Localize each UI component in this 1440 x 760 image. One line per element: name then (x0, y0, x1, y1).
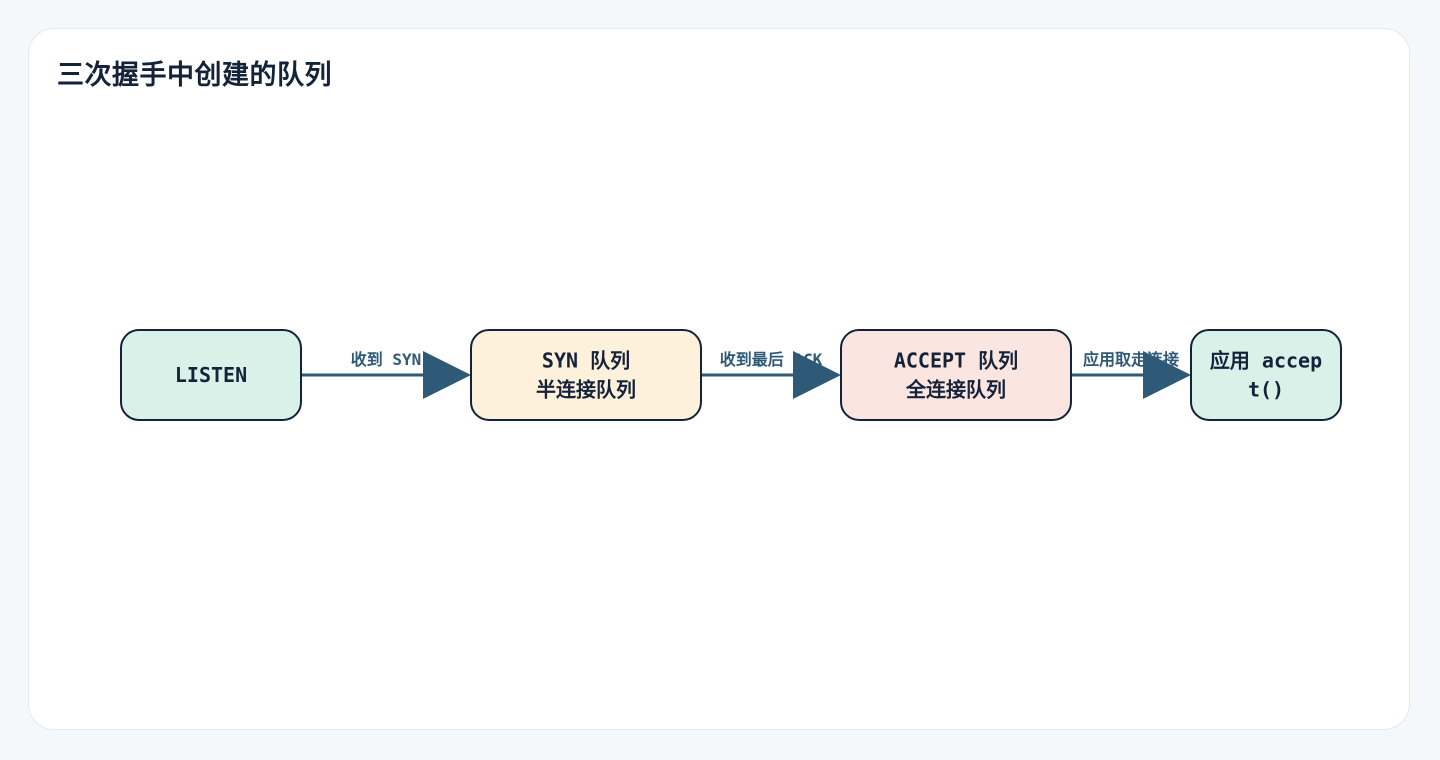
node-box (1190, 329, 1342, 421)
node-label: ACCEPT 队列 (894, 349, 1018, 373)
arrowhead (1143, 351, 1191, 399)
edge-label: 收到 SYN (351, 350, 422, 369)
node-label: t() (1248, 378, 1284, 402)
node-label: SYN 队列 (542, 349, 630, 373)
arrowhead (793, 351, 841, 399)
node-label: 半连接队列 (536, 378, 636, 402)
node-app: 应用 accep t() (1190, 329, 1342, 421)
node-label: 全连接队列 (905, 378, 1006, 402)
node-box (470, 329, 702, 421)
node-box (840, 329, 1072, 421)
node-listen: LISTEN (120, 329, 302, 421)
node-box (120, 329, 302, 421)
node-label: LISTEN (175, 363, 247, 387)
arrowhead (423, 351, 471, 399)
node-label: 应用 accep (1210, 349, 1322, 373)
diagram-card: 三次握手中创建的队列 收到 SYN 收到最后 ACK 应用取走连接 LISTEN SY… (28, 28, 1410, 730)
edge-syn-accept: 收到最后 ACK (701, 350, 841, 399)
edges-layer: 收到 SYN 收到最后 ACK 应用取走连接 (301, 350, 1191, 399)
edge-listen-syn: 收到 SYN (301, 350, 471, 399)
edge-accept-app: 应用取走连接 (1071, 350, 1191, 399)
diagram-title: 三次握手中创建的队列 (57, 60, 332, 91)
